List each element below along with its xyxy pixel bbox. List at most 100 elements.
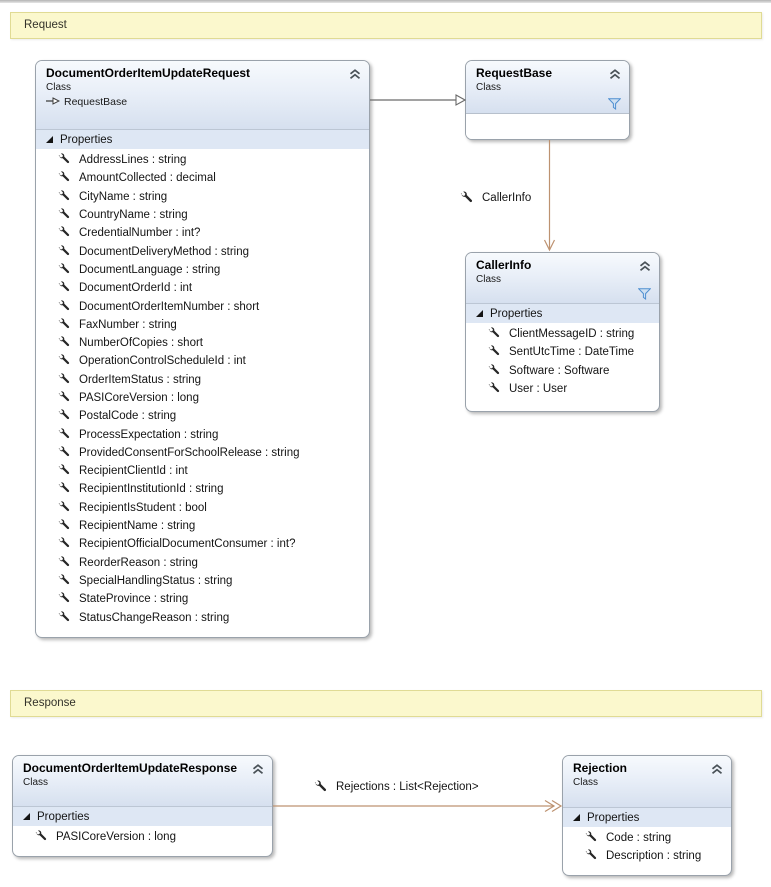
property-row[interactable]: RecipientClientId : int [36,462,369,480]
property-row[interactable]: PostalCode : string [36,407,369,425]
property-row[interactable]: RecipientIsStudent : bool [36,499,369,517]
property-label: OrderItemStatus : string [79,373,202,386]
property-row[interactable]: DocumentLanguage : string [36,261,369,279]
property-row[interactable]: ClientMessageID : string [466,325,659,343]
properties-section-bar[interactable]: Properties [563,807,731,827]
section-expander-icon[interactable] [23,813,30,820]
property-label: Software : Software [509,364,610,377]
property-row[interactable]: AmountCollected : decimal [36,169,369,187]
class-box-document-order-item-update-request[interactable]: DocumentOrderItemUpdateRequest Class Req… [35,60,370,638]
property-row[interactable]: OperationControlScheduleId : int [36,352,369,370]
property-label: SentUtcTime : DateTime [509,346,635,359]
surface-top-edge [0,0,771,3]
property-row[interactable]: CredentialNumber : int? [36,224,369,242]
wrench-icon [58,279,70,297]
property-row[interactable]: Code : string [563,829,731,847]
properties-section-bar[interactable]: Properties [13,806,272,826]
property-list: ClientMessageID : string SentUtcTime : D… [466,323,659,399]
class-box-document-order-item-update-response[interactable]: DocumentOrderItemUpdateResponse Class Pr… [12,755,273,857]
property-label: ClientMessageID : string [509,328,635,341]
property-row[interactable]: NumberOfCopies : short [36,334,369,352]
rejections-association-connector[interactable] [273,798,565,814]
property-row[interactable]: SpecialHandlingStatus : string [36,572,369,590]
class-box-rejection[interactable]: Rejection Class Properties Code : string… [562,755,732,876]
property-label: OperationControlScheduleId : int [79,355,246,368]
property-row[interactable]: StateProvince : string [36,590,369,608]
caller-info-association-label[interactable]: CallerInfo [460,190,531,206]
property-row[interactable]: RecipientName : string [36,517,369,535]
wrench-icon [58,206,70,224]
property-label: DocumentLanguage : string [79,263,221,276]
class-kind-label: Class [573,777,599,788]
property-label: RecipientClientId : int [79,465,188,478]
association-label-text: Rejections : List<Rejection> [336,781,479,793]
properties-section-bar[interactable]: Properties [466,303,659,323]
property-label: RecipientIsStudent : bool [79,501,207,514]
property-row[interactable]: SentUtcTime : DateTime [466,343,659,361]
class-box-request-base[interactable]: RequestBase Class [465,60,630,140]
wrench-icon [58,572,70,590]
class-header: Rejection Class [563,756,731,807]
wrench-icon [58,188,70,206]
property-row[interactable]: User : User [466,380,659,398]
property-row[interactable]: StatusChangeReason : string [36,608,369,626]
property-row[interactable]: RecipientOfficialDocumentConsumer : int? [36,535,369,553]
property-row[interactable]: OrderItemStatus : string [36,371,369,389]
property-label: CityName : string [79,190,168,203]
property-row[interactable]: DocumentDeliveryMethod : string [36,242,369,260]
class-header: DocumentOrderItemUpdateRequest Class Req… [36,61,369,129]
filter-icon[interactable] [607,97,622,110]
collapse-chevron-icon[interactable] [639,259,651,271]
property-row[interactable]: ProcessExpectation : string [36,425,369,443]
properties-section-bar[interactable]: Properties [36,129,369,149]
property-label: FaxNumber : string [79,318,177,331]
property-label: PostalCode : string [79,410,177,423]
response-group-banner[interactable]: Response [10,690,762,717]
property-row[interactable]: PASICoreVersion : long [36,389,369,407]
wrench-icon [58,352,70,370]
property-row[interactable]: AddressLines : string [36,151,369,169]
filter-icon[interactable] [637,287,652,300]
property-row[interactable]: ProvidedConsentForSchoolRelease : string [36,444,369,462]
property-label: AddressLines : string [79,154,187,167]
property-row[interactable]: ReorderReason : string [36,554,369,572]
property-label: RecipientInstitutionId : string [79,483,224,496]
property-row[interactable]: Description : string [563,847,731,865]
inheritance-connector[interactable] [370,92,466,108]
property-list: PASICoreVersion : long [13,826,272,847]
class-header: DocumentOrderItemUpdateResponse Class [13,756,272,806]
collapse-chevron-icon[interactable] [349,67,361,79]
collapse-chevron-icon[interactable] [252,762,264,774]
request-group-banner[interactable]: Request [10,12,762,39]
section-expander-icon[interactable] [476,310,483,317]
wrench-icon [58,169,70,187]
section-expander-icon[interactable] [46,136,53,143]
section-expander-icon[interactable] [573,814,580,821]
property-row[interactable]: PASICoreVersion : long [13,828,272,846]
wrench-icon [460,190,473,206]
caller-info-association-connector[interactable] [542,140,558,252]
property-label: Description : string [606,850,702,863]
property-row[interactable]: CountryName : string [36,206,369,224]
property-row[interactable]: Software : Software [466,362,659,380]
wrench-icon [58,261,70,279]
class-title: CallerInfo [476,258,532,272]
property-row[interactable]: FaxNumber : string [36,316,369,334]
property-row[interactable]: RecipientInstitutionId : string [36,480,369,498]
property-label: DocumentOrderId : int [79,282,193,295]
class-title: Rejection [573,761,628,775]
collapse-chevron-icon[interactable] [711,762,723,774]
property-row[interactable]: DocumentOrderItemNumber : short [36,297,369,315]
collapse-chevron-icon[interactable] [609,67,621,79]
wrench-icon [58,243,70,261]
wrench-icon [58,298,70,316]
property-row[interactable]: DocumentOrderId : int [36,279,369,297]
properties-section-label: Properties [37,810,90,823]
property-label: CredentialNumber : int? [79,227,201,240]
class-kind-label: Class [476,82,502,93]
wrench-icon [585,847,597,865]
class-box-caller-info[interactable]: CallerInfo Class Properties ClientMessag… [465,252,660,412]
property-label: RecipientName : string [79,520,196,533]
rejections-association-label[interactable]: Rejections : List<Rejection> [314,779,479,795]
property-row[interactable]: CityName : string [36,188,369,206]
